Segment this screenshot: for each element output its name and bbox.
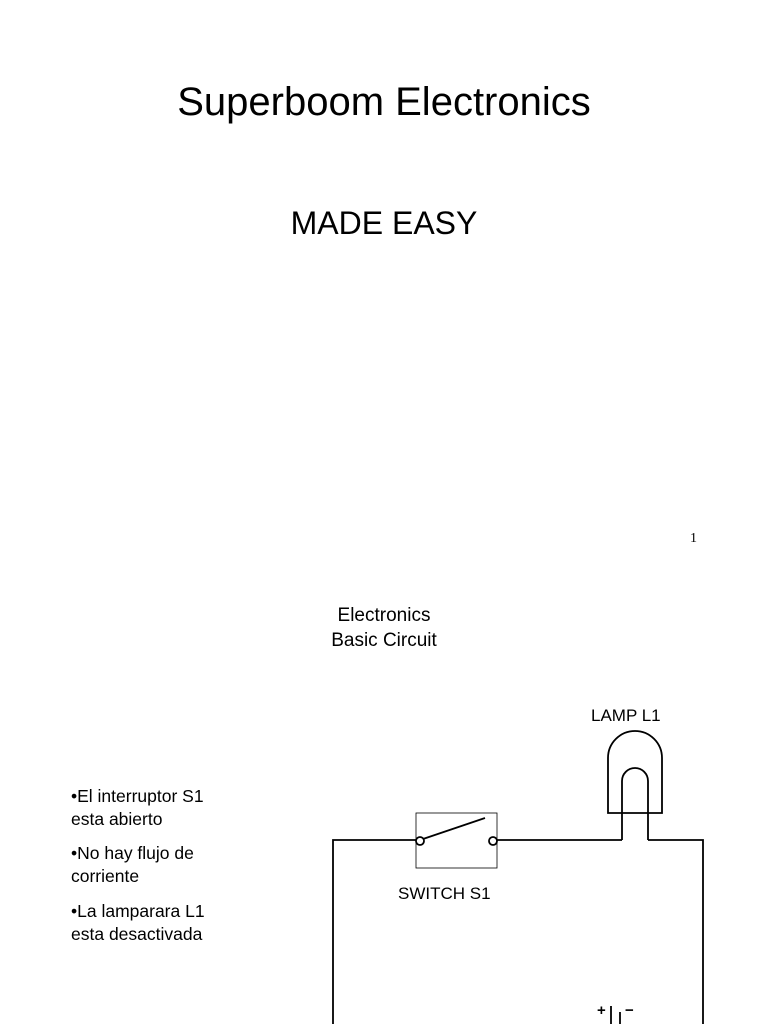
slide-subtitle: MADE EASY xyxy=(290,205,478,241)
bullet-line: •La lamparara L1 xyxy=(71,901,205,921)
lamp-label: LAMP L1 xyxy=(591,706,661,725)
lamp-bulb-outer xyxy=(607,730,663,814)
slide2-title-line1: Electronics xyxy=(337,605,431,626)
switch-box xyxy=(415,812,498,869)
wire-left xyxy=(332,839,416,1024)
switch-label: SWITCH S1 xyxy=(398,884,491,903)
bullet-line: esta abierto xyxy=(71,808,163,829)
bullet-line: •El interruptor S1 xyxy=(71,786,204,806)
wire-right xyxy=(648,839,704,1024)
bullet-line: corriente xyxy=(71,865,140,886)
bullet-item: •El interruptor S1 esta abierto xyxy=(71,785,261,830)
slide-title: Superboom Electronics xyxy=(177,80,591,124)
switch-contact-right xyxy=(488,836,498,846)
lamp-filament xyxy=(621,767,649,840)
switch-lever xyxy=(422,817,486,840)
bullet-item: •La lamparara L1 esta desactivada xyxy=(71,900,261,945)
battery-plus-sign: + xyxy=(597,1002,606,1019)
page-number: 1 xyxy=(690,531,697,546)
bullet-line: esta desactivada xyxy=(71,923,203,944)
bullet-item: •No hay flujo de corriente xyxy=(71,842,261,887)
switch-contact-left xyxy=(415,836,425,846)
bullet-line: •No hay flujo de xyxy=(71,843,194,863)
slide2-title-line2: Basic Circuit xyxy=(331,630,437,651)
battery-minus-sign: − xyxy=(625,1002,634,1019)
